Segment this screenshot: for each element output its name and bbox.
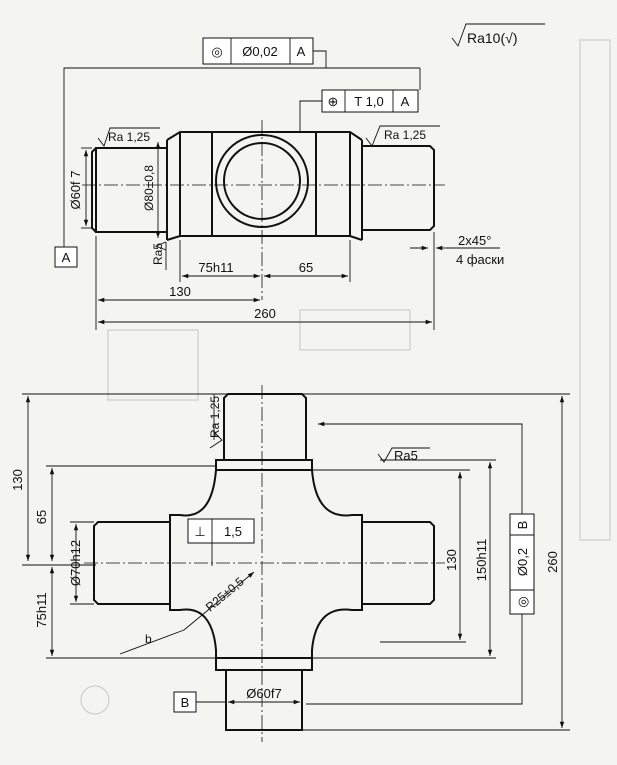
roughness-left-text: Ra 1,25 xyxy=(108,130,150,144)
stub-roughness-text: Ra 1,25 xyxy=(208,396,222,438)
bottom-roughness-stub: Ra 1,25 xyxy=(208,394,223,449)
bottom-ra5-text: Ra5 xyxy=(394,448,418,463)
background-ghosting xyxy=(80,39,611,715)
dim-75h11-bottom: 75h11 xyxy=(34,592,49,627)
roughness-right-text: Ra 1,25 xyxy=(384,128,426,142)
bottom-concentricity-frame: ◎ Ø0,2 B xyxy=(509,513,535,615)
bottom-concentricity-tolerance: Ø0,2 xyxy=(515,548,530,576)
dim-body-diameter: Ø80±0,8 xyxy=(142,165,156,211)
bottom-view: Ra 1,25 Ra5 130 65 75h11 Ø70h12 ⊥ 1,5 xyxy=(10,385,570,742)
top-position-frame: ⊕ T 1,0 A xyxy=(321,89,419,113)
chamfer-note: 2x45° 4 фаски xyxy=(410,233,504,267)
concentricity-tolerance: Ø0,02 xyxy=(242,44,277,59)
datum-a-box: A xyxy=(54,246,78,268)
dim-dia60: Ø60f7 xyxy=(246,686,281,701)
dim-dia70: Ø70h12 xyxy=(68,540,83,586)
datum-b-letter: B xyxy=(181,695,190,710)
top-concentricity-frame: ◎ Ø0,02 A xyxy=(202,37,314,65)
perpendicularity-frame: ⊥ 1,5 xyxy=(187,518,255,544)
chamfer-line-2: 4 фаски xyxy=(456,252,504,267)
concentricity-icon: ◎ xyxy=(211,44,222,59)
bottom-roughness-ra5: Ra5 xyxy=(377,447,430,463)
chamfer-line-1: 2x45° xyxy=(458,233,491,248)
dim-radius: R25±0,5 xyxy=(203,574,247,614)
bottom-concentricity-datum: B xyxy=(515,521,530,530)
datum-a-letter: A xyxy=(62,250,71,265)
concentricity-datum: A xyxy=(297,44,306,59)
dim-65: 65 xyxy=(299,260,313,275)
position-tolerance: T 1,0 xyxy=(354,94,383,109)
position-datum: A xyxy=(401,94,410,109)
perpendicularity-icon: ⊥ xyxy=(194,524,205,539)
position-icon: ⊕ xyxy=(328,94,339,109)
datum-b-box: B xyxy=(173,691,197,713)
dim-75h11: 75h11 xyxy=(198,260,233,275)
dim-65-bottom: 65 xyxy=(34,510,49,524)
dim-130-left: 130 xyxy=(10,469,25,491)
general-roughness-note: Ra10(√) xyxy=(451,23,545,47)
top-roughness-left: Ra 1,25 xyxy=(97,127,160,147)
perpendicularity-tolerance: 1,5 xyxy=(224,524,242,539)
bottom-concentricity-icon: ◎ xyxy=(515,596,530,607)
dim-shaft-diameter: Ø60f 7 xyxy=(68,170,83,209)
ra5-text: Ra5 xyxy=(151,243,165,265)
radius-leader: R25±0,5 b xyxy=(119,571,255,655)
dim-130-right: 130 xyxy=(444,549,459,571)
top-part-outline xyxy=(82,120,445,300)
dim-130: 130 xyxy=(169,284,191,299)
top-roughness-ra5: Ra5 xyxy=(151,241,167,270)
top-roughness-right: Ra 1,25 xyxy=(365,125,440,147)
dim-260-bottom: 260 xyxy=(545,551,560,573)
general-roughness-text: Ra10(√) xyxy=(467,30,517,46)
top-view: ◎ Ø0,02 A ⊕ T 1,0 A xyxy=(54,37,504,330)
mark-b: b xyxy=(145,632,152,646)
dim-150h11: 150h11 xyxy=(474,539,489,581)
dim-260: 260 xyxy=(254,306,276,321)
